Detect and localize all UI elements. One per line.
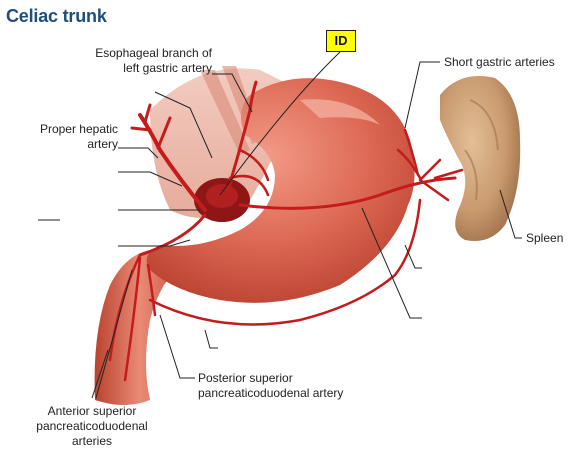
- anterior-label-line3: arteries: [71, 434, 112, 448]
- anterior-label-line1: Anterior superior: [47, 404, 137, 418]
- esophagus-bands: [200, 66, 262, 155]
- page-title: Celiac trunk: [6, 6, 107, 26]
- posterior-label-line1: Posterior superior: [198, 371, 293, 385]
- spleen-label: Spleen: [526, 231, 564, 245]
- duodenum: [94, 250, 185, 405]
- proper-hepatic-label-line1: Proper hepatic: [39, 122, 118, 136]
- arteries: [108, 80, 464, 382]
- posterior-label-line2: pancreaticoduodenal artery: [198, 386, 344, 400]
- spleen: [440, 76, 521, 241]
- esophageal-branch-label: Esophageal branch of left gastric artery: [95, 46, 212, 76]
- anterior-label-line2: pancreaticoduodenal: [36, 419, 148, 433]
- leader-lines: [38, 51, 522, 399]
- proper-hepatic-artery-label: Proper hepatic artery: [40, 122, 118, 152]
- proper-hepatic-label-line2: artery: [87, 137, 118, 151]
- stomach: [146, 78, 415, 303]
- esophageal-label-line2: left gastric artery: [123, 61, 212, 75]
- anterior-superior-pancreaticoduodenal-label: Anterior superior pancreaticoduodenal ar…: [22, 404, 162, 449]
- esophageal-label-line1: Esophageal branch of: [95, 46, 212, 60]
- stomach-highlight: [300, 99, 380, 125]
- id-label-box: ID: [326, 30, 356, 52]
- posterior-superior-pancreaticoduodenal-label: Posterior superior pancreaticoduodenal a…: [198, 371, 343, 401]
- short-gastric-arteries-label: Short gastric arteries: [444, 55, 555, 69]
